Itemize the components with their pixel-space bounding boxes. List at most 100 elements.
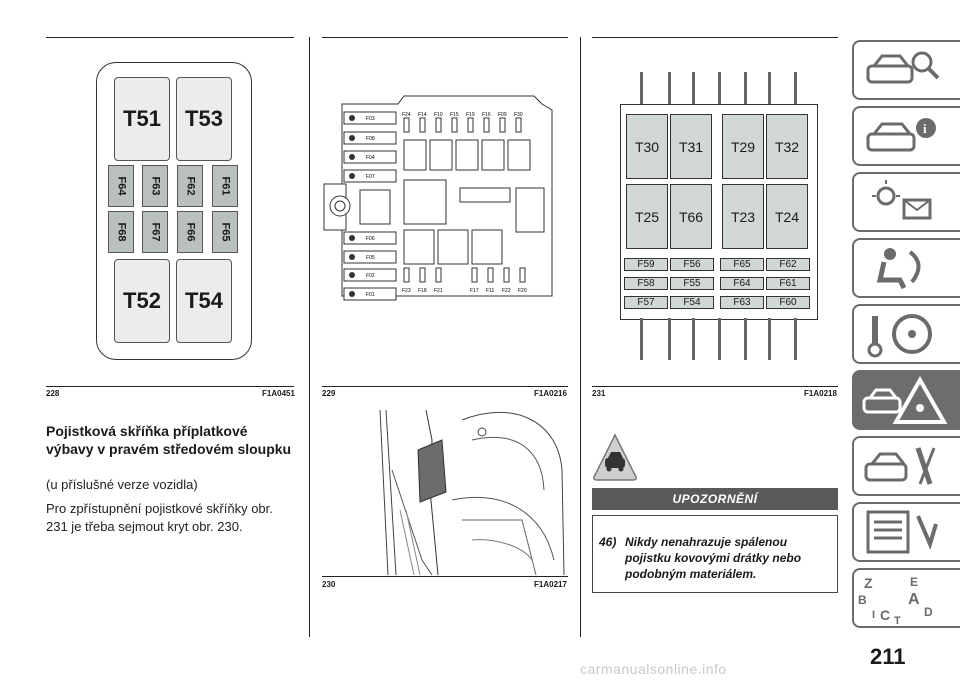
- fuse-label-f02: F02: [366, 273, 375, 279]
- fuse-label-f05: F05: [366, 255, 375, 261]
- relay-t66: T66: [670, 184, 712, 249]
- relay-t53: T53: [176, 77, 232, 161]
- fuse-f66: F66: [177, 211, 203, 253]
- fuse-label-f24: F24: [402, 112, 411, 118]
- fuse-f55: F55: [670, 277, 714, 290]
- body-paragraph: Pro zpřístupnění pojistkové skříňky obr.…: [46, 501, 273, 534]
- warning-box: 46)Nikdy nenahrazuje spálenou pojistku k…: [592, 515, 838, 593]
- fuse-f64: F64: [720, 277, 764, 290]
- relay-t52: T52: [114, 259, 170, 343]
- svg-text:Z: Z: [864, 575, 873, 591]
- warning-number: 46): [599, 535, 617, 549]
- sidebar-tab-warnings[interactable]: [852, 172, 960, 232]
- sidebar-tab-specs[interactable]: [852, 502, 960, 562]
- fuse-f59: F59: [624, 258, 668, 271]
- fuse-label-f14: F14: [418, 112, 427, 118]
- relay-t32: T32: [766, 114, 808, 179]
- fuse-label-f09: F09: [498, 112, 507, 118]
- fuse-f57: F57: [624, 296, 668, 309]
- fuse-f54: F54: [670, 296, 714, 309]
- relay-t24: T24: [766, 184, 808, 249]
- car-info-icon: i: [866, 118, 936, 152]
- pin: [768, 72, 771, 104]
- seat-airbag-icon: [876, 248, 921, 290]
- warning-title-bar: UPOZORNĚNÍ: [592, 488, 838, 510]
- fuse-f63: F63: [142, 165, 168, 207]
- steering-key-icon: [867, 314, 932, 358]
- figure-number-230: 230: [322, 580, 336, 589]
- fuse-f65: F65: [720, 258, 764, 271]
- pin: [718, 318, 721, 360]
- fuse-label-f08: F08: [366, 136, 375, 142]
- fuse-label-f22: F22: [502, 288, 511, 294]
- fuse-f68: F68: [108, 211, 134, 253]
- figure-number-231: 231: [592, 389, 606, 398]
- sidebar-tab-index[interactable]: Z E B A I C T D: [852, 568, 960, 628]
- col-divider-1: [309, 37, 310, 637]
- pin: [692, 72, 695, 104]
- relay-t31: T31: [670, 114, 712, 179]
- section-heading: Pojistková skříňka příplatkové výbavy v …: [46, 423, 292, 457]
- figure-code-231: F1A0218: [804, 389, 837, 398]
- svg-text:i: i: [923, 121, 927, 136]
- svg-text:C: C: [880, 607, 890, 623]
- sidebar-tab-safety[interactable]: [852, 238, 960, 298]
- car-emergency-icon: [862, 375, 948, 424]
- sidebar-tab-maintenance[interactable]: [852, 436, 960, 496]
- svg-text:D: D: [924, 605, 933, 619]
- sidebar-tab-starting[interactable]: [852, 304, 960, 364]
- relay-t25: T25: [626, 184, 668, 249]
- pin: [794, 318, 797, 360]
- sidebar-tab-emergency[interactable]: [852, 370, 960, 430]
- figure-number-229: 229: [322, 389, 336, 398]
- top-rule-col3: [592, 37, 838, 38]
- fuse-f61: F61: [766, 277, 810, 290]
- page-number: 211: [870, 644, 906, 669]
- alphabet-index-icon: Z E B A I C T D: [858, 575, 933, 627]
- fusebox-diagram-229: F03 F08 F04 F07 F06 F05 F02 F01 F24 F14 …: [323, 95, 553, 301]
- fuse-label-f16: F16: [482, 112, 491, 118]
- warning-line-3: podobným materiálem.: [625, 567, 757, 581]
- caption-rule-231: [592, 386, 838, 387]
- warning-lights-icon: [872, 180, 932, 220]
- fuse-label-f07: F07: [366, 174, 375, 180]
- pin: [640, 318, 643, 360]
- relay-t30: T30: [626, 114, 668, 179]
- top-rule-col1: [46, 37, 294, 38]
- fuse-f63: F63: [720, 296, 764, 309]
- sidebar-tab-instrument[interactable]: [852, 40, 960, 100]
- fuse-f62: F62: [766, 258, 810, 271]
- fuse-f62: F62: [177, 165, 203, 207]
- fuse-f60: F60: [766, 296, 810, 309]
- fuse-label-f30: F30: [514, 112, 523, 118]
- relay-t23: T23: [722, 184, 764, 249]
- col-divider-2: [580, 37, 581, 637]
- fuse-f64: F64: [108, 165, 134, 207]
- warning-line-2: pojistku kovovými drátky nebo: [625, 551, 802, 565]
- fuse-label-f04: F04: [366, 155, 375, 161]
- pin: [718, 72, 721, 104]
- svg-text:T: T: [894, 615, 901, 626]
- car-search-icon: [866, 51, 940, 84]
- fuse-label-f18: F18: [418, 288, 427, 294]
- pin: [744, 72, 747, 104]
- fuse-f56: F56: [670, 258, 714, 271]
- pin: [668, 318, 671, 360]
- pin: [640, 72, 643, 104]
- caption-rule-229: [322, 386, 568, 387]
- version-note: (u příslušné verze vozidla): [46, 477, 198, 492]
- car-tools-icon: [864, 447, 936, 485]
- pin: [668, 72, 671, 104]
- sidebar-tab-info[interactable]: i: [852, 106, 960, 166]
- fuse-label-f10: F10: [434, 112, 443, 118]
- fuse-label-f19: F19: [466, 112, 475, 118]
- warning-triangle-car-icon: [593, 433, 637, 481]
- fuse-f58: F58: [624, 277, 668, 290]
- figure-code-230: F1A0217: [534, 580, 567, 589]
- top-rule-col2: [322, 37, 568, 38]
- fuse-label-f01: F01: [366, 292, 375, 298]
- pin: [744, 318, 747, 360]
- fuse-label-f20: F20: [518, 288, 527, 294]
- fuse-label-f21: F21: [434, 288, 443, 294]
- relay-t54: T54: [176, 259, 232, 343]
